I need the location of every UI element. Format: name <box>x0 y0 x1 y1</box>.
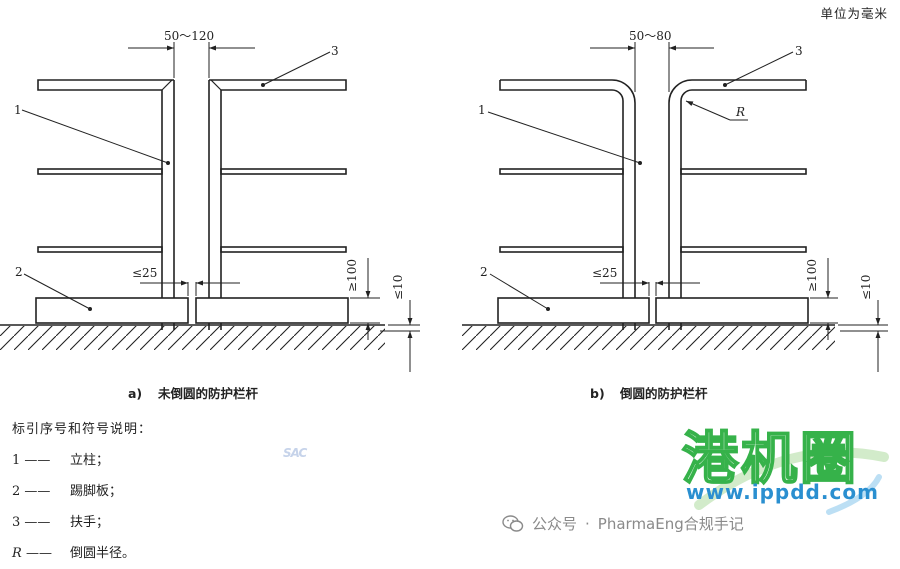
unit-note: 单位为毫米 <box>820 6 888 21</box>
figure-b <box>462 42 888 372</box>
midrail-right-a-2 <box>220 246 347 253</box>
handrail-left-a <box>37 79 174 91</box>
toeboard-right-b <box>655 297 809 324</box>
legend-item: 3 —— 扶手； <box>12 507 152 538</box>
dim-toe-gap-b <box>600 280 700 296</box>
dim-toe-gap-a-label: ≤25 <box>132 266 157 280</box>
callout-r-b: R <box>735 105 745 119</box>
midrail-left-b-1 <box>499 168 624 175</box>
rail-post-left-b-outer <box>500 79 636 298</box>
legend-item: 2 —— 踢脚板； <box>12 476 152 507</box>
legend-item: 1 —— 立柱； <box>12 445 152 476</box>
dim-floor-gap-a <box>380 300 420 372</box>
handrail-right-a <box>209 79 347 91</box>
legend-symbol: 2 <box>12 484 21 499</box>
figure-a-labels: 50～120 ≤25 ≥100 ≤10 1 2 3 a) 未倒圆的防护栏杆 <box>14 29 405 401</box>
dim-toe-gap-b-label: ≤25 <box>592 266 617 280</box>
caption-b-text: 倒圆的防护栏杆 <box>619 386 708 401</box>
legend-text: 倒圆半径。 <box>70 546 136 561</box>
dim-toe-height-a-label: ≥100 <box>345 259 359 292</box>
brand-logo-swoosh <box>694 447 889 515</box>
dim-floor-gap-b <box>838 300 888 372</box>
legend-text: 立柱； <box>70 453 110 468</box>
toeboard-left-b <box>497 297 650 324</box>
legend-symbol: 1 <box>12 453 21 468</box>
dim-gap-b-label: 50～80 <box>629 29 672 43</box>
handrail-miter-right-a <box>210 79 222 91</box>
dim-toe-height-a <box>350 258 380 340</box>
callout-2-a: 2 <box>15 265 23 279</box>
caption-a-label: a) <box>128 386 142 401</box>
wechat-dot: · <box>585 514 590 533</box>
callout-2-b: 2 <box>480 265 488 279</box>
rail-post-right-b-inner <box>680 80 807 298</box>
wechat-icon <box>502 514 524 532</box>
legend-dash: —— <box>24 453 51 468</box>
dim-toe-height-b-label: ≥100 <box>805 259 819 292</box>
legend-text: 扶手； <box>70 515 110 530</box>
midrail-right-b-2 <box>680 246 807 253</box>
wechat-watermark: 公众号 · PharmaEng合规手记 <box>502 513 744 534</box>
legend-symbol: R <box>12 546 22 561</box>
sac-watermark: SAC <box>283 446 307 460</box>
callout-3-b: 3 <box>795 44 803 58</box>
dim-gap-b <box>590 42 714 92</box>
ground-hatch-b <box>462 326 835 350</box>
callout-leaders-b <box>487 51 794 310</box>
legend-symbol: 3 <box>12 515 21 530</box>
dim-floor-gap-b-label: ≤10 <box>859 275 873 300</box>
legend-item: R —— 倒圆半径。 <box>12 538 152 569</box>
dim-floor-gap-a-label: ≤10 <box>391 275 405 300</box>
callout-1-a: 1 <box>14 103 22 117</box>
callout-leaders-a <box>21 51 331 310</box>
wechat-prefix: 公众号 <box>532 515 578 533</box>
midrail-right-b-1 <box>680 168 807 175</box>
toeboard-left-a <box>35 297 189 324</box>
midrail-left-b-2 <box>499 246 624 253</box>
rail-post-right-b-outer <box>668 79 806 298</box>
legend-dash: —— <box>24 515 51 530</box>
legend: 标引序号和符号说明： 1 —— 立柱； 2 —— 踢脚板； 3 —— 扶手； R ——… <box>12 414 152 569</box>
dim-toe-gap-a <box>140 280 240 296</box>
legend-dash: —— <box>24 484 51 499</box>
figure-b-labels: 50～80 ≤25 ≥100 ≤10 1 2 3 R b) 倒圆的防护栏杆 <box>478 29 873 401</box>
callout-3-a: 3 <box>331 44 339 58</box>
midrail-right-a-1 <box>220 168 347 175</box>
ground-hatch-a <box>0 326 385 350</box>
figure-a <box>0 42 420 372</box>
brand-watermark: 港机圈 <box>681 426 859 493</box>
rail-post-left-b-inner <box>499 80 624 298</box>
dim-toe-height-b <box>810 258 838 340</box>
legend-text: 踢脚板； <box>70 484 123 499</box>
callout-1-b: 1 <box>478 103 486 117</box>
legend-title: 标引序号和符号说明： <box>12 422 153 437</box>
caption-b-label: b) <box>590 386 605 401</box>
dim-gap-a-label: 50～120 <box>164 29 214 43</box>
midrail-left-a-2 <box>37 246 163 253</box>
handrail-miter-left-a <box>161 79 173 91</box>
midrail-left-a-1 <box>37 168 163 175</box>
dim-gap-a <box>128 42 255 78</box>
wechat-name: PharmaEng合规手记 <box>597 515 744 533</box>
brand-url: www.ippdd.com <box>686 480 879 504</box>
caption-a-text: 未倒圆的防护栏杆 <box>157 386 259 401</box>
legend-dash: —— <box>25 546 52 561</box>
guardrail-diagram: 50～120 ≤25 ≥100 ≤10 1 2 3 a) 未倒圆的防护栏杆 <box>0 29 888 401</box>
toeboard-right-a <box>195 297 349 324</box>
